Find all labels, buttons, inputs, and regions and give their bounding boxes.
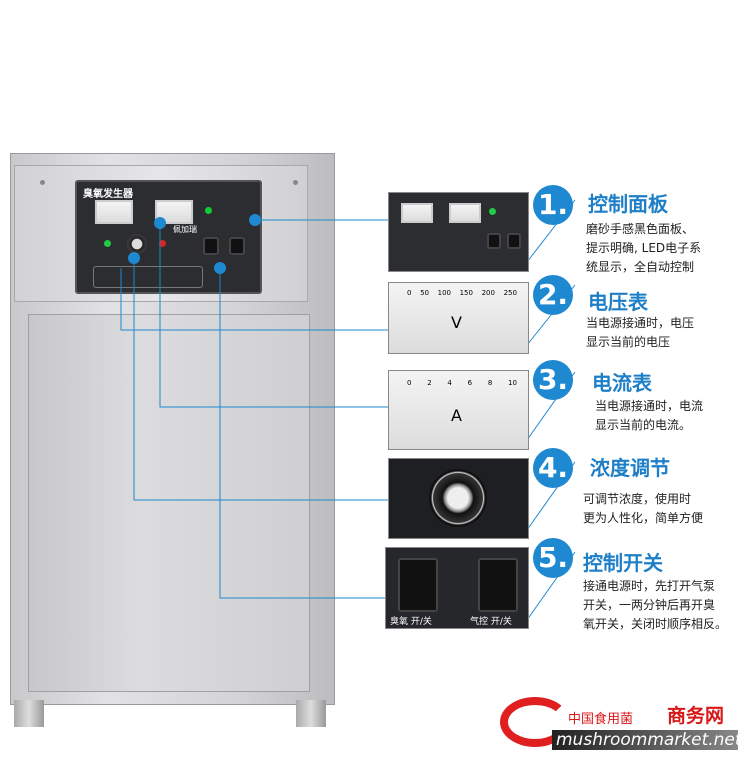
marker-dot xyxy=(214,262,226,274)
control-panel-closeup xyxy=(388,192,529,272)
switch xyxy=(487,233,501,249)
ammeter-closeup: 0 2 4 6 8 10 A xyxy=(388,370,529,450)
air-switch-label: 气控 开/关 xyxy=(470,617,512,627)
diagonal-line xyxy=(526,199,576,621)
working-light xyxy=(159,240,166,247)
instruction-label xyxy=(93,266,203,288)
watermark-cn: 中国食用菌 xyxy=(568,712,634,727)
tick-label: 10 xyxy=(508,379,517,387)
volt-symbol: V xyxy=(451,313,462,332)
feature-desc: 当电源接通时，电流显示当前的电流。 xyxy=(595,399,704,432)
air-switch-small[interactable] xyxy=(229,237,245,255)
feature-desc: 接通电源时，先打开气泵开关，一两分钟后再开臭氧开关，关闭时顺序相反。 xyxy=(583,579,728,631)
connector-line xyxy=(133,258,388,501)
ozone-switch xyxy=(398,558,438,612)
watermark-url: mushroommarket.net xyxy=(552,730,742,750)
meter xyxy=(401,203,433,223)
amp-symbol: A xyxy=(451,406,462,425)
cabinet-leg xyxy=(296,700,326,727)
step-number: 2. xyxy=(533,275,573,315)
ozone-switch-small[interactable] xyxy=(203,237,219,255)
tick-label: 50 xyxy=(420,289,429,297)
air-switch xyxy=(478,558,518,612)
tick-label: 0 xyxy=(407,379,412,387)
marker-dot xyxy=(154,217,166,229)
switch xyxy=(507,233,521,249)
tick-label: 150 xyxy=(459,289,473,297)
logo: 佩加瑞 xyxy=(173,225,197,234)
feature-desc: 可调节浓度，使用时更为人性化，简单方便 xyxy=(583,492,704,525)
connector-line xyxy=(159,223,388,408)
tick-label: 2 xyxy=(427,379,432,387)
tick-label: 200 xyxy=(481,289,495,297)
concentration-knob-small[interactable] xyxy=(127,234,147,254)
tick-label: 6 xyxy=(467,379,473,387)
screw xyxy=(293,180,298,185)
feature-desc: 当电源接通时，电压显示当前的电压 xyxy=(586,316,695,349)
knob xyxy=(429,469,487,527)
feature-desc: 磨砂手感黑色面板、提示明确, LED电子系统显示，全自动控制 xyxy=(586,222,702,274)
watermark-logo-icon xyxy=(500,697,570,747)
feature-title: 浓度调节 xyxy=(590,456,670,480)
feature-title: 电流表 xyxy=(592,371,652,395)
voltmeter-small xyxy=(95,200,133,224)
tick-label: 4 xyxy=(447,379,452,387)
step-number: 3. xyxy=(533,360,573,400)
cabinet-leg xyxy=(14,700,44,727)
feature-title: 控制开关 xyxy=(583,551,663,575)
meter xyxy=(449,203,481,223)
power-light xyxy=(104,240,111,247)
step-number: 1. xyxy=(533,185,573,225)
cabinet-door xyxy=(28,314,310,692)
voltmeter-closeup: 0 50 100 150 200 250 V xyxy=(388,282,529,354)
indicator-light xyxy=(489,208,496,215)
ozone-switch-label: 臭氧 开/关 xyxy=(390,617,432,627)
concentration-knob-closeup xyxy=(388,458,529,539)
marker-dot xyxy=(128,252,140,264)
tick-label: 8 xyxy=(487,379,493,387)
watermark-brand: 商务网 xyxy=(667,705,725,727)
switches-closeup: 臭氧 开/关 气控 开/关 xyxy=(385,547,529,629)
screw xyxy=(40,180,45,185)
tick-label: 100 xyxy=(437,289,451,297)
control-panel: 臭氧发生器 佩加瑞 xyxy=(75,180,262,294)
feature-title: 电压表 xyxy=(588,290,648,314)
connector-line xyxy=(219,268,385,599)
panel-title: 臭氧发生器 xyxy=(83,189,133,200)
tick-label: 250 xyxy=(503,289,517,297)
tick-label: 0 xyxy=(407,289,412,297)
feature-title: 控制面板 xyxy=(588,192,668,216)
marker-dot xyxy=(249,214,261,226)
ozone-indicator-light xyxy=(205,207,212,214)
connector-line xyxy=(120,268,388,331)
step-number: 4. xyxy=(533,448,573,488)
step-number: 5. xyxy=(533,538,573,578)
